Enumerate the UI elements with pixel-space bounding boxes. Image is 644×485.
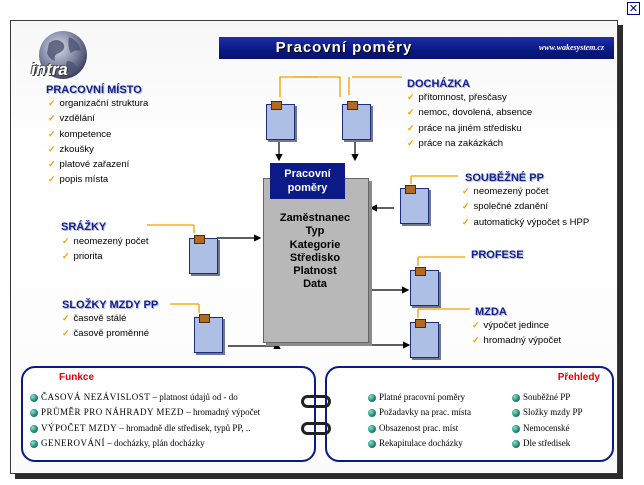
list-item: priorita [62, 249, 149, 264]
bottom-panels: Funkce ČASOVÁ NEZÁVISLOST – platnost úda… [21, 366, 614, 462]
list-item: Složky mzdy PP [512, 405, 583, 420]
center-item: Zaměstnanec [279, 212, 351, 224]
binder-ring-icon [301, 422, 331, 435]
panel-funkce: Funkce ČASOVÁ NEZÁVISLOST – platnost úda… [21, 366, 316, 462]
list-item: platové zařazení [48, 157, 148, 172]
list-item: Dle středisek [512, 436, 583, 451]
center-item: Platnost [293, 265, 337, 278]
list-item: neomezený počet [462, 184, 589, 199]
list-funkce: ČASOVÁ NEZÁVISLOST – platnost údajů od -… [30, 390, 260, 452]
list-item: hromadný výpočet [472, 333, 562, 348]
list-item: výpočet jedince [472, 318, 561, 333]
panel-title-prehledy: Přehledy [557, 372, 600, 383]
title-bar: Pracovní poměry www.wakesystem.cz [219, 37, 614, 59]
document-icon-slozky [194, 314, 223, 353]
list-item: ČASOVÁ NEZÁVISLOST – platnost údajů od -… [30, 390, 260, 405]
list-item: kompetence [48, 127, 148, 142]
list-mzda: výpočet jedince hromadný výpočet [472, 318, 562, 349]
section-title-srazky: SRÁŽKY [61, 221, 107, 233]
list-item: PRŮMĚR PRO NÁHRADY MEZD – hromadný výpoč… [30, 405, 260, 420]
list-item: Požadavky na prac. místa [368, 405, 471, 420]
funkce-rest: – hromadný výpočet [183, 407, 261, 418]
list-item: GENEROVÁNÍ – docházky, plán docházky [30, 436, 260, 451]
funkce-rest: – platnost údajů od - do [150, 392, 238, 402]
list-item: práce na jiném středisku [407, 121, 532, 136]
list-srazky: neomezený počet priorita [62, 234, 149, 265]
site-url: www.wakesystem.cz [538, 43, 604, 52]
center-item: Středisko [289, 251, 341, 264]
list-item: zkoušky [48, 142, 148, 157]
list-item: časově stálé [62, 311, 149, 326]
list-item: přítomnost, přesčasy [407, 90, 532, 105]
list-item: organizační struktura [48, 96, 149, 111]
center-list: Zaměstnanec Typ Kategorie Středisko Plat… [263, 212, 367, 292]
list-prehledy-col2: Souběžné PP Složky mzdy PP Nemocenské Dl… [512, 390, 583, 452]
list-item: časově proměnné [62, 326, 150, 341]
list-prehledy-col1: Platné pracovní poměry Požadavky na prac… [368, 390, 471, 452]
center-item: Typ [305, 225, 325, 238]
close-button[interactable]: ✕ [627, 2, 640, 15]
list-pracovni-misto: organizační struktura vzdělání kompetenc… [48, 96, 149, 188]
funkce-rest: – hromadně dle středisek, typů PP, .. [117, 422, 251, 433]
section-title-mzda: MZDA [475, 306, 507, 318]
list-item: práce na zakázkách [407, 136, 532, 151]
document-icon-profese [410, 267, 439, 306]
list-item: VÝPOČET MZDY – hromadně dle středisek, t… [30, 421, 260, 436]
logo-text: intra [31, 60, 68, 79]
list-soubezne: neomezený počet společné zdanění automat… [462, 184, 590, 230]
globe-logo-icon [39, 31, 87, 79]
document-icon-mzda [410, 319, 439, 358]
section-title-pracovni-misto: PRACOVNÍ MÍSTO [46, 84, 142, 96]
list-item: Platné pracovní poměry [368, 390, 471, 405]
center-item: Data [303, 278, 327, 291]
funkce-lead: VÝPOČET MZDY [41, 422, 118, 433]
section-title-slozky: SLOŽKY MZDY PP [62, 299, 159, 311]
funkce-rest: – docházky, plán docházky [105, 438, 205, 449]
list-item: Obsazenost prac. míst [368, 421, 471, 436]
list-item: Rekapitulace docházky [368, 436, 471, 451]
list-dochazka: přítomnost, přesčasy nemoc, dovolená, ab… [407, 90, 533, 151]
funkce-lead: PRŮMĚR PRO NÁHRADY MEZD [41, 407, 184, 418]
binder-ring-icon [301, 395, 331, 408]
document-icon-pracovni-misto [266, 101, 295, 140]
page-title: Pracovní poměry [275, 39, 413, 56]
document-icon-dochazka [342, 101, 371, 140]
list-item: neomezený počet [62, 234, 149, 249]
center-box [263, 178, 369, 343]
document-icon-srazky [189, 235, 218, 274]
list-slozky: časově stálé časově proměnné [62, 311, 150, 342]
center-header-line-2: poměry [287, 182, 328, 194]
panel-title-funkce: Funkce [59, 372, 95, 383]
funkce-lead: GENEROVÁNÍ [41, 438, 105, 449]
funkce-lead: ČASOVÁ NEZÁVISLOST [41, 392, 151, 402]
document-icon-soubezne [400, 185, 429, 224]
section-title-profese: PROFESE [471, 249, 524, 261]
list-item: popis místa [48, 172, 148, 187]
list-item: automatický výpočet s HPP [462, 215, 590, 230]
list-item: společné zdanění [462, 199, 589, 214]
panel-prehledy: Přehledy Platné pracovní poměry Požadavk… [325, 366, 614, 462]
center-header: Pracovní poměry [270, 163, 345, 199]
list-item: vzdělání [48, 111, 148, 126]
list-item: Souběžné PP [512, 390, 583, 405]
section-title-soubezne: SOUBĚŽNÉ PP [465, 172, 544, 184]
center-item: Kategorie [289, 238, 341, 251]
list-item: nemoc, dovolená, absence [407, 105, 533, 120]
center-header-line-1: Pracovní [284, 168, 331, 180]
section-title-dochazka: DOCHÁZKA [407, 78, 470, 90]
list-item: Nemocenské [512, 421, 583, 436]
